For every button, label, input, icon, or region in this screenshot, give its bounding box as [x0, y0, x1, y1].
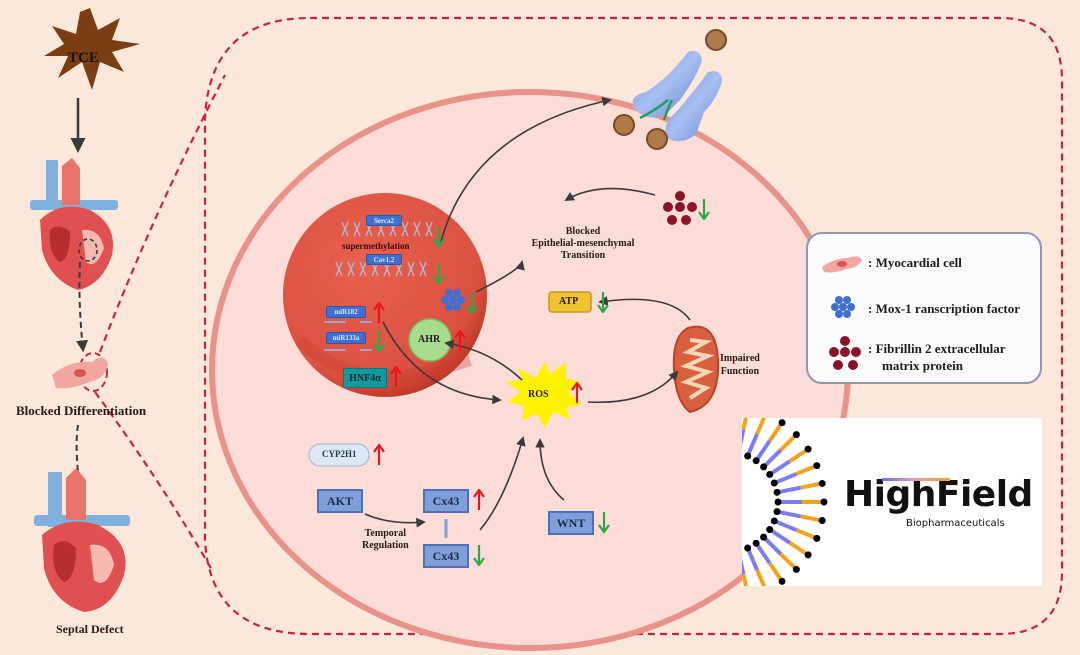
septal-defect-label: Septal Defect	[56, 622, 124, 636]
cx43-bottom-box: Cx43	[423, 544, 469, 568]
logo-ray	[766, 526, 812, 559]
legend-fibrillin-label: : Fibrillin 2 extracellular matrix prote…	[868, 341, 1006, 373]
cx43-top-up-arrow-icon	[473, 489, 485, 510]
wnt-down-arrow-icon	[598, 512, 610, 533]
legend-mox1-label: : Mox-1 ranscription factor	[868, 301, 1020, 316]
serca2-tag: Serca2	[366, 215, 402, 226]
mox1-cluster-icon	[441, 289, 465, 311]
cx43-top-box: Cx43	[423, 489, 469, 513]
temporal-regulation-label: Temporal Regulation	[362, 528, 409, 551]
fibrillin-legend-icon	[829, 336, 861, 370]
zoom-line-top	[98, 74, 226, 353]
blocked-differentiation-label: Blocked Differentiation	[16, 403, 147, 418]
logo-accent-bar	[882, 478, 950, 481]
logo-ray	[744, 544, 767, 586]
ros-starburst	[506, 362, 582, 428]
cyp2h1-up-arrow-icon	[373, 444, 385, 465]
atp-box	[548, 291, 592, 313]
legend-panel: : Myocardial cell : Mox-1 ranscription f…	[806, 232, 1042, 384]
ros-up-arrow-icon	[571, 382, 583, 403]
logo-ray	[773, 479, 826, 496]
logo-ray	[752, 419, 786, 465]
mir182-tag: miR182	[326, 306, 366, 318]
logo-ray	[766, 445, 812, 478]
emt-label: Blocked Epithelial-mesenchymal Transitio…	[531, 226, 635, 261]
supermethylation-label: supermethylation	[342, 241, 410, 251]
logo-ray	[742, 558, 748, 586]
wnt-box: WNT	[548, 511, 594, 535]
dna-strand-1	[341, 221, 433, 237]
ahr-label: AHR	[418, 334, 441, 345]
tce-label: TCE	[68, 50, 99, 66]
logo-ray	[752, 539, 786, 585]
heart-icon-bottom	[34, 468, 130, 612]
cav12-tag: Cav1.2	[366, 254, 402, 265]
logo-ray	[770, 462, 821, 487]
zoom-region-outline	[203, 16, 1064, 636]
logo-ray	[742, 418, 748, 446]
logo-ray-emblem-icon	[742, 418, 828, 586]
zoom-line-bottom	[94, 391, 213, 571]
logo-ray	[773, 508, 826, 525]
ros-label: ROS	[528, 389, 549, 400]
fibrillin-cluster-icon	[663, 191, 697, 225]
logo-subtitle: Biopharmaceuticals	[906, 518, 1005, 529]
mox1-legend-icon	[831, 296, 855, 318]
dashed-path-1	[76, 261, 89, 353]
mirna-strands	[324, 321, 372, 351]
mitochondrion	[672, 325, 720, 414]
tce-starburst	[44, 8, 140, 90]
logo-ray	[744, 418, 767, 460]
dna-strand-2	[335, 261, 427, 277]
mir133a-tag: miR133a	[326, 332, 366, 344]
receptor-complex	[613, 29, 727, 150]
atp-down-arrow-icon	[597, 292, 609, 313]
ahr-up-arrow-icon	[454, 330, 466, 351]
hnf4a-up-arrow-icon	[390, 366, 402, 387]
cx43-bottom-down-arrow-icon	[473, 545, 485, 566]
akt-box: AKT	[317, 489, 363, 513]
legend-myocardial-label: : Myocardial cell	[868, 255, 962, 270]
fibrillin2-down-arrow-icon	[698, 199, 710, 220]
cyp2h1-label: CYP2H1	[322, 449, 357, 459]
highfield-logo: HighField Biopharmaceuticals	[742, 418, 1042, 586]
logo-ray	[760, 533, 800, 573]
serca2-down-arrow-icon	[433, 226, 445, 247]
logo-ray	[770, 517, 821, 542]
mir182-up-arrow-icon	[373, 302, 385, 323]
pathway-arrows	[364, 96, 691, 531]
logo-ray	[760, 431, 800, 471]
atp-label: ATP	[559, 296, 579, 307]
hnf4a-box: HNF4α	[343, 368, 387, 388]
mox1-down-arrow-icon	[466, 293, 478, 314]
cav12-down-arrow-icon	[433, 263, 445, 284]
mitochondria-label: Impaired Function	[720, 353, 760, 377]
logo-ray	[774, 498, 828, 506]
cyp2h1-pill	[308, 443, 370, 467]
mir133a-down-arrow-icon	[373, 331, 385, 352]
heart-icon-top	[30, 158, 118, 290]
myocardial-cell-small	[52, 357, 108, 389]
myocardial-cell-icon	[822, 256, 862, 273]
